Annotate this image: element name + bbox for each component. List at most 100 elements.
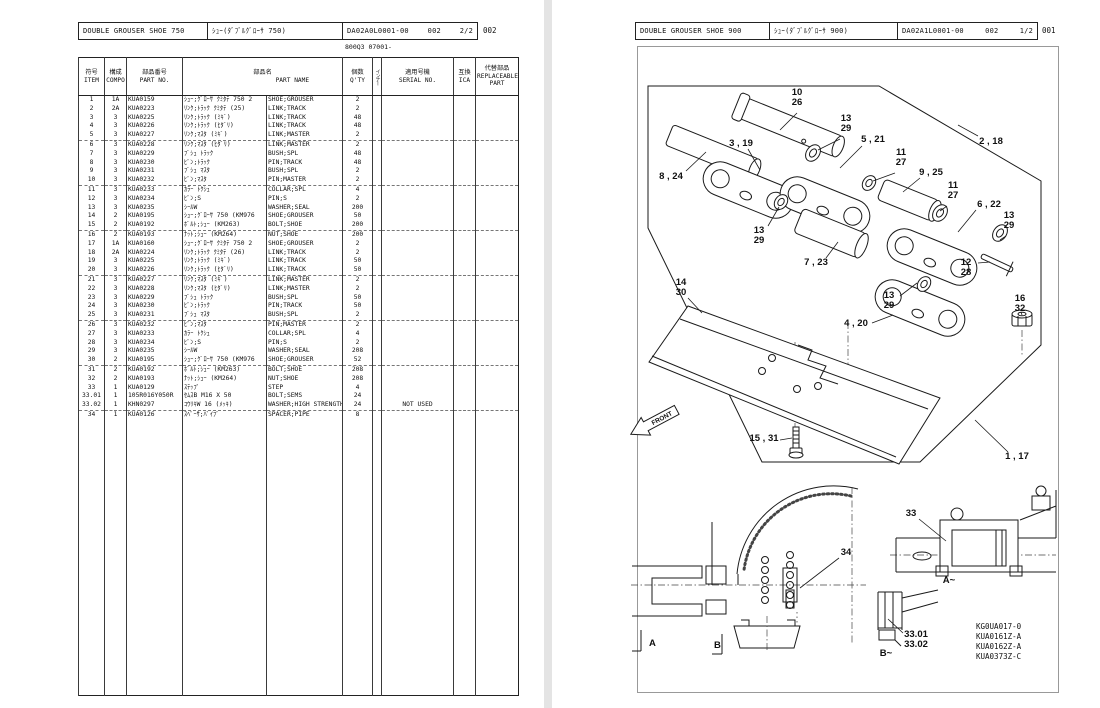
callout-leader-line: [887, 618, 904, 634]
right-sheet-border: [637, 46, 1059, 693]
callout-leader-line: [1020, 311, 1023, 316]
page-title-jp: ｼｭｰ(ﾀﾞﾌﾞﾙｸﾞﾛｰｻ 750): [212, 27, 286, 35]
page-number: 1/2: [1019, 27, 1033, 35]
page-title: DOUBLE GROUSER SHOE 900: [640, 27, 742, 35]
callout-leader-line: [899, 282, 918, 297]
diagram-callout: 1 , 17: [1005, 451, 1029, 462]
left-docno-box: DA02A0L0001-00 002 2/2: [342, 22, 478, 40]
serial-note: 800Q3 07001-: [345, 43, 392, 51]
bushing: [794, 208, 869, 259]
diagram-callout: 3 , 19: [729, 138, 753, 149]
step-bracket: [939, 519, 1019, 573]
revision: 002: [427, 27, 441, 35]
page-title-jp: ｼｭｰ(ﾀﾞﾌﾞﾙｸﾞﾛｰｻ 900): [774, 27, 848, 35]
doc-number: DA02A1L0001-00: [902, 27, 964, 35]
spring-stack: [761, 551, 794, 609]
link-plate: [886, 228, 978, 286]
front-arrow: FRONT: [630, 404, 680, 436]
table-empty-space: [78, 419, 519, 696]
callout-leader-line: [939, 205, 948, 212]
right-docno-box: DA02A1L0001-00 002 1/2: [897, 22, 1038, 40]
detail-view-a: [890, 485, 1057, 577]
callout-leader-line: [957, 124, 979, 137]
sheet-code: 002: [483, 26, 497, 35]
callout-leader-line: [902, 177, 921, 193]
diagram-callout: 8 , 24: [659, 171, 683, 182]
left-title-jp-box: ｼｭｰ(ﾀﾞﾌﾞﾙｸﾞﾛｰｻ 750): [207, 22, 343, 40]
col-inner: インナー: [372, 57, 382, 96]
doc-number: DA02A0L0001-00: [347, 27, 409, 35]
callout-leader-line: [779, 437, 793, 441]
diagram-callout: 9 , 25: [919, 167, 943, 178]
callout-leader-line: [999, 235, 1007, 241]
page-gutter: [544, 0, 552, 708]
diagram-callout: A~: [943, 575, 956, 586]
diagram-callout: 5 , 21: [861, 134, 885, 145]
sheet-code: 001: [1042, 26, 1056, 35]
section-marks: A B: [632, 630, 723, 655]
left-title-box: DOUBLE GROUSER SHOE 750: [78, 22, 208, 40]
callout-leader-line: [825, 241, 839, 259]
diagram-callout: 6 , 22: [977, 199, 1001, 210]
shoe-bolt: [788, 426, 804, 459]
callout-leader-line: [977, 261, 991, 264]
shoe-plate: [648, 305, 941, 465]
diagram-callout: 33: [906, 508, 917, 519]
callout-leader-line: [918, 518, 947, 542]
callout-leader-line: [767, 206, 780, 227]
bottom-clamp: [733, 625, 801, 649]
callout-leader-line: [817, 138, 841, 151]
diagram-callout: 15 , 31: [749, 433, 779, 444]
detail-view-b: [877, 589, 939, 647]
callout-leader-line: [974, 419, 1009, 453]
diagram-callout: 34: [841, 547, 852, 558]
machine-side-view: [631, 485, 866, 652]
page-title: DOUBLE GROUSER SHOE 750: [83, 27, 185, 35]
pin-small: [980, 253, 1014, 277]
callout-leader-line: [687, 297, 703, 314]
callout-leader-line: [747, 148, 761, 171]
seal-rings: [773, 144, 1008, 292]
